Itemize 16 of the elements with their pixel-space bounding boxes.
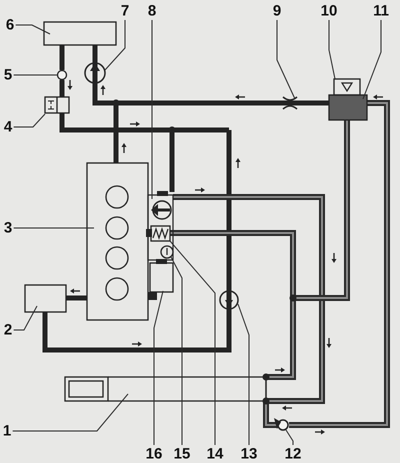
callout-number: 1 xyxy=(2,424,12,438)
callout-number: 3 xyxy=(4,220,12,236)
callout-number: 9 xyxy=(272,4,282,18)
callout-number: 12 xyxy=(284,446,302,462)
callout-number: 4 xyxy=(4,120,12,134)
callout-number: 14 xyxy=(206,446,224,462)
callout-number: 16 xyxy=(146,446,162,462)
callout-number: 7 xyxy=(120,4,130,18)
callout-number: 6 xyxy=(6,18,14,32)
callout-number: 5 xyxy=(4,68,12,82)
callout-number: 15 xyxy=(174,446,190,462)
callout-number: 11 xyxy=(373,4,389,18)
callout-number: 8 xyxy=(148,4,156,18)
callout-number: 10 xyxy=(320,4,338,18)
callout-number: 13 xyxy=(240,446,258,462)
callout-number: 2 xyxy=(4,322,12,338)
